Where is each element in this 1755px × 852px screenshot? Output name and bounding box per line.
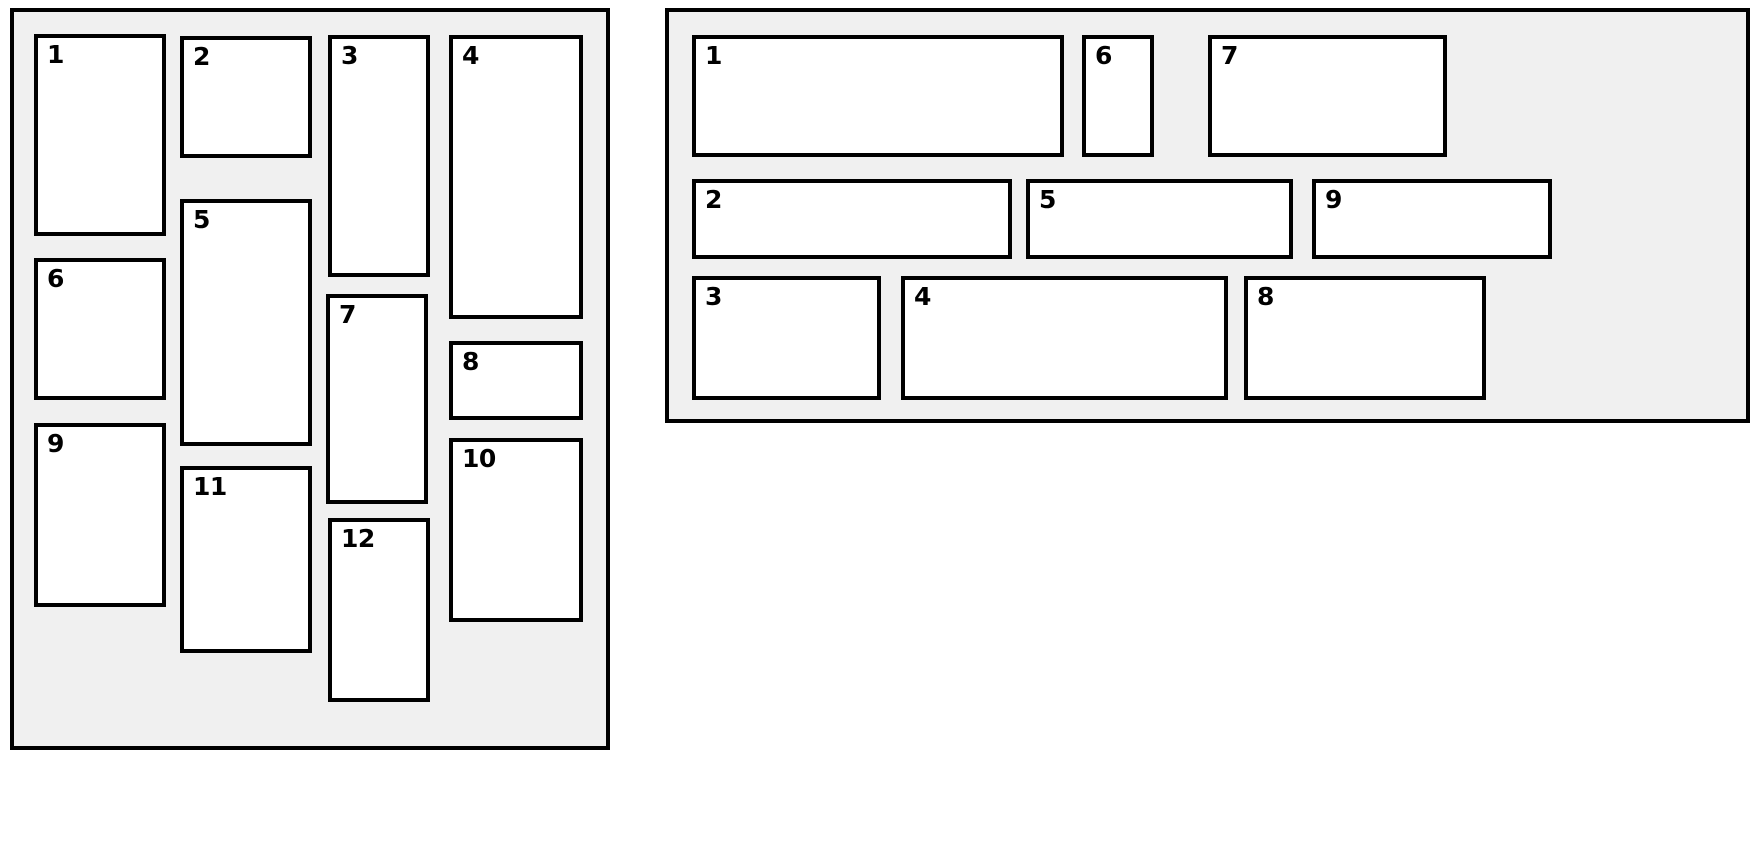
layout-box[interactable]: 8 — [1244, 276, 1486, 400]
layout-box-label: 6 — [1095, 41, 1112, 70]
layout-box-label: 8 — [1257, 282, 1274, 311]
right-layout-panel: 1 6 7 2 5 9 3 4 8 — [665, 8, 1750, 423]
layout-box-label: 11 — [193, 472, 227, 501]
layout-box-label: 2 — [705, 185, 722, 214]
layout-box[interactable]: 7 — [1208, 35, 1447, 157]
layout-box-label: 2 — [193, 42, 210, 71]
layout-box-label: 3 — [705, 282, 722, 311]
layout-box-label: 1 — [47, 40, 64, 69]
layout-box[interactable]: 7 — [326, 294, 428, 504]
layout-box[interactable]: 1 — [692, 35, 1064, 157]
layout-box-label: 7 — [339, 300, 356, 329]
layout-box[interactable]: 9 — [34, 423, 166, 607]
layout-box[interactable]: 3 — [328, 35, 430, 277]
layout-box-label: 12 — [341, 524, 375, 553]
layout-box[interactable]: 11 — [180, 466, 312, 653]
layout-box[interactable]: 12 — [328, 518, 430, 702]
layout-box-label: 10 — [462, 444, 496, 473]
layout-box-label: 9 — [1325, 185, 1342, 214]
layout-box-label: 8 — [462, 347, 479, 376]
layout-box[interactable]: 6 — [34, 258, 166, 400]
layout-box-label: 7 — [1221, 41, 1238, 70]
layout-box[interactable]: 2 — [692, 179, 1012, 259]
layout-box[interactable]: 8 — [449, 341, 583, 420]
layout-box-label: 5 — [193, 205, 210, 234]
layout-box-label: 1 — [705, 41, 722, 70]
layout-box[interactable]: 5 — [180, 199, 312, 446]
layout-box-label: 6 — [47, 264, 64, 293]
layout-box[interactable]: 9 — [1312, 179, 1552, 259]
layout-box[interactable]: 10 — [449, 438, 583, 622]
layout-box-label: 4 — [462, 41, 479, 70]
layout-box[interactable]: 2 — [180, 36, 312, 158]
layout-box[interactable]: 4 — [901, 276, 1228, 400]
layout-box-label: 9 — [47, 429, 64, 458]
layout-box[interactable]: 1 — [34, 34, 166, 236]
layout-box[interactable]: 4 — [449, 35, 583, 319]
layout-box[interactable]: 3 — [692, 276, 881, 400]
layout-box-label: 4 — [914, 282, 931, 311]
layout-box-label: 5 — [1039, 185, 1056, 214]
layout-box-label: 3 — [341, 41, 358, 70]
layout-box[interactable]: 6 — [1082, 35, 1154, 157]
layout-box[interactable]: 5 — [1026, 179, 1293, 259]
